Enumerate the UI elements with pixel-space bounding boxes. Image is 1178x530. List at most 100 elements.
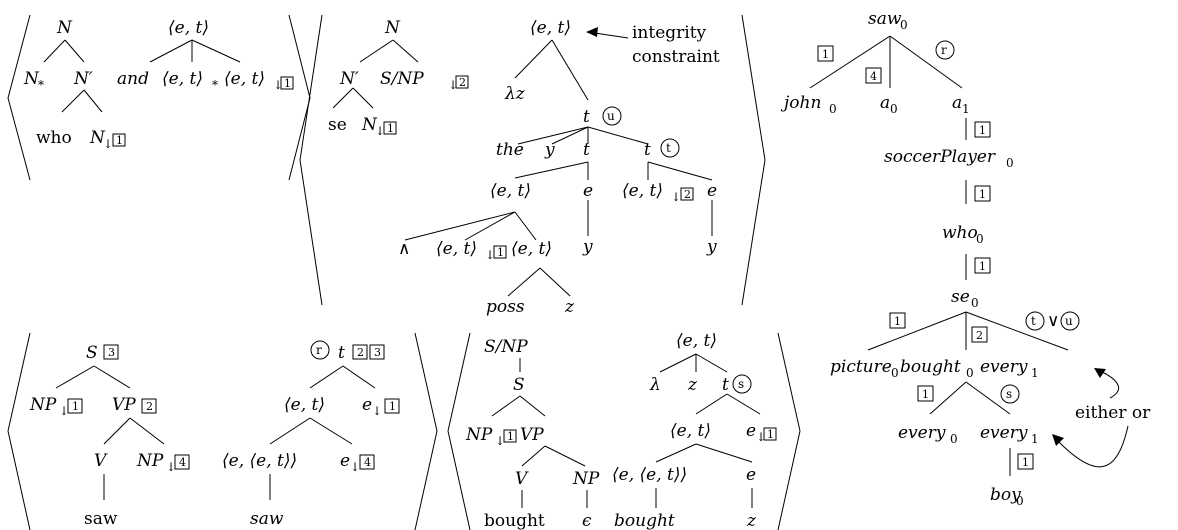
node-N: N <box>384 18 401 38</box>
circle-u <box>1060 311 1080 331</box>
svg-text:0: 0 <box>1006 156 1014 170</box>
svg-text:↓: ↓ <box>166 460 176 474</box>
svg-text:↓: ↓ <box>273 78 283 92</box>
word-the: the <box>496 140 524 160</box>
svg-text:V: V <box>94 451 108 471</box>
svg-text:4: 4 <box>179 456 186 469</box>
svg-text:s: s <box>1006 387 1012 401</box>
svg-text:0: 0 <box>829 102 837 116</box>
svg-text:t: t <box>666 141 671 155</box>
svg-text:ϵ: ϵ <box>582 511 592 530</box>
box-2 <box>680 187 694 201</box>
circle-s <box>732 374 752 394</box>
node-boy: boy <box>990 485 1021 505</box>
box-1 <box>383 121 397 135</box>
node-N-prime: N′ <box>73 69 93 89</box>
svg-text:1: 1 <box>497 246 504 259</box>
tree-possessive: N N′ S/NP ↓ 2 se N ↓ 1 ⟨e, t⟩ λz t u the… <box>328 18 720 317</box>
box-3 <box>103 344 119 360</box>
svg-text:1: 1 <box>1022 456 1029 469</box>
svg-text:s: s <box>738 377 744 391</box>
node-a0: a <box>880 93 890 113</box>
node-every1-top: every <box>980 357 1028 377</box>
svg-text:1: 1 <box>387 122 394 135</box>
svg-text:e: e <box>362 395 372 415</box>
node-S: S <box>86 343 98 363</box>
svg-text:NP: NP <box>465 425 493 445</box>
svg-text:t: t <box>1031 314 1036 328</box>
svg-text:0: 0 <box>950 432 958 446</box>
box-2 <box>352 344 368 360</box>
svg-text:1: 1 <box>72 400 79 413</box>
svg-text:NP: NP <box>136 451 164 471</box>
svg-text:3: 3 <box>374 346 381 359</box>
arrow-head <box>586 27 598 37</box>
svg-text:NP: NP <box>572 469 600 489</box>
box-1 <box>974 185 991 202</box>
svg-text:2: 2 <box>459 76 466 89</box>
svg-text:t: t <box>583 140 590 160</box>
svg-text:2: 2 <box>357 346 364 359</box>
box-4 <box>174 454 190 470</box>
box-2 <box>971 326 988 343</box>
word-bought: bought <box>484 511 545 530</box>
svg-text:↓: ↓ <box>448 78 458 92</box>
svg-text:1: 1 <box>507 430 514 443</box>
bracket-right-1 <box>288 14 311 181</box>
svg-text:*: * <box>212 78 218 92</box>
wedge: ∧ <box>398 239 410 259</box>
svg-text:V: V <box>515 469 529 489</box>
svg-text:VP: VP <box>520 425 544 445</box>
svg-text:1: 1 <box>979 124 986 137</box>
derivation-tree: saw 0 1 4 r john 0 a 0 a 1 1 soccerPlaye… <box>780 9 1151 508</box>
node-picture: picture <box>830 357 892 377</box>
circle-t <box>1025 311 1045 331</box>
svg-text:1: 1 <box>979 260 986 273</box>
svg-text:↓: ↓ <box>350 460 360 474</box>
circle-r <box>310 340 330 360</box>
node-et-top: ⟨e, t⟩ <box>168 18 209 38</box>
svg-text:e: e <box>583 181 593 201</box>
node-N-down: N <box>89 128 106 148</box>
svg-text:e: e <box>746 421 756 441</box>
bracket-right-4 <box>777 332 801 530</box>
svg-text:y: y <box>582 237 593 257</box>
svg-text:⟨e, ⟨e, t⟩⟩: ⟨e, ⟨e, t⟩⟩ <box>612 465 687 485</box>
svg-text:⟨e, t⟩: ⟨e, t⟩ <box>490 181 531 201</box>
brackets <box>7 14 801 530</box>
node-who: who <box>942 223 978 243</box>
box-1 <box>889 312 906 329</box>
svg-text:0: 0 <box>890 102 898 116</box>
box-1 <box>817 45 834 62</box>
box-1 <box>917 385 934 402</box>
svg-text:t: t <box>644 140 651 160</box>
svg-text:0: 0 <box>966 366 974 380</box>
box-1 <box>974 257 991 274</box>
svg-text:λ: λ <box>649 375 661 395</box>
word-saw: saw <box>84 509 118 529</box>
svg-text:⟨e, t⟩: ⟨e, t⟩ <box>284 395 325 415</box>
tree-bought: S/NP S NP ↓ 1 VP V NP bought ϵ ⟨e, t⟩ λ … <box>465 331 777 530</box>
box-1 <box>280 76 294 90</box>
svg-text:z: z <box>687 375 698 395</box>
svg-text:↓: ↓ <box>756 430 766 444</box>
svg-text:1: 1 <box>1031 366 1039 380</box>
svg-text:⟨e, t⟩: ⟨e, t⟩ <box>676 331 717 351</box>
node-S-NP: S/NP <box>380 69 424 89</box>
svg-text:S: S <box>513 375 525 395</box>
svg-text:0: 0 <box>1016 494 1024 508</box>
word-poss: poss <box>486 297 525 317</box>
box-1 <box>974 121 991 138</box>
svg-text:1: 1 <box>767 428 774 441</box>
bracket-left-4 <box>447 332 471 530</box>
svg-text:2: 2 <box>684 188 691 201</box>
svg-text:1: 1 <box>1031 432 1039 446</box>
svg-text:1: 1 <box>116 134 123 147</box>
svg-text:NP: NP <box>29 395 57 415</box>
svg-text:1: 1 <box>979 188 986 201</box>
node-N-star: N <box>23 69 40 89</box>
svg-text:↓: ↓ <box>671 190 681 204</box>
arrow-curve-lower <box>1054 425 1129 468</box>
svg-text:z: z <box>564 297 575 317</box>
box-2 <box>141 398 157 414</box>
